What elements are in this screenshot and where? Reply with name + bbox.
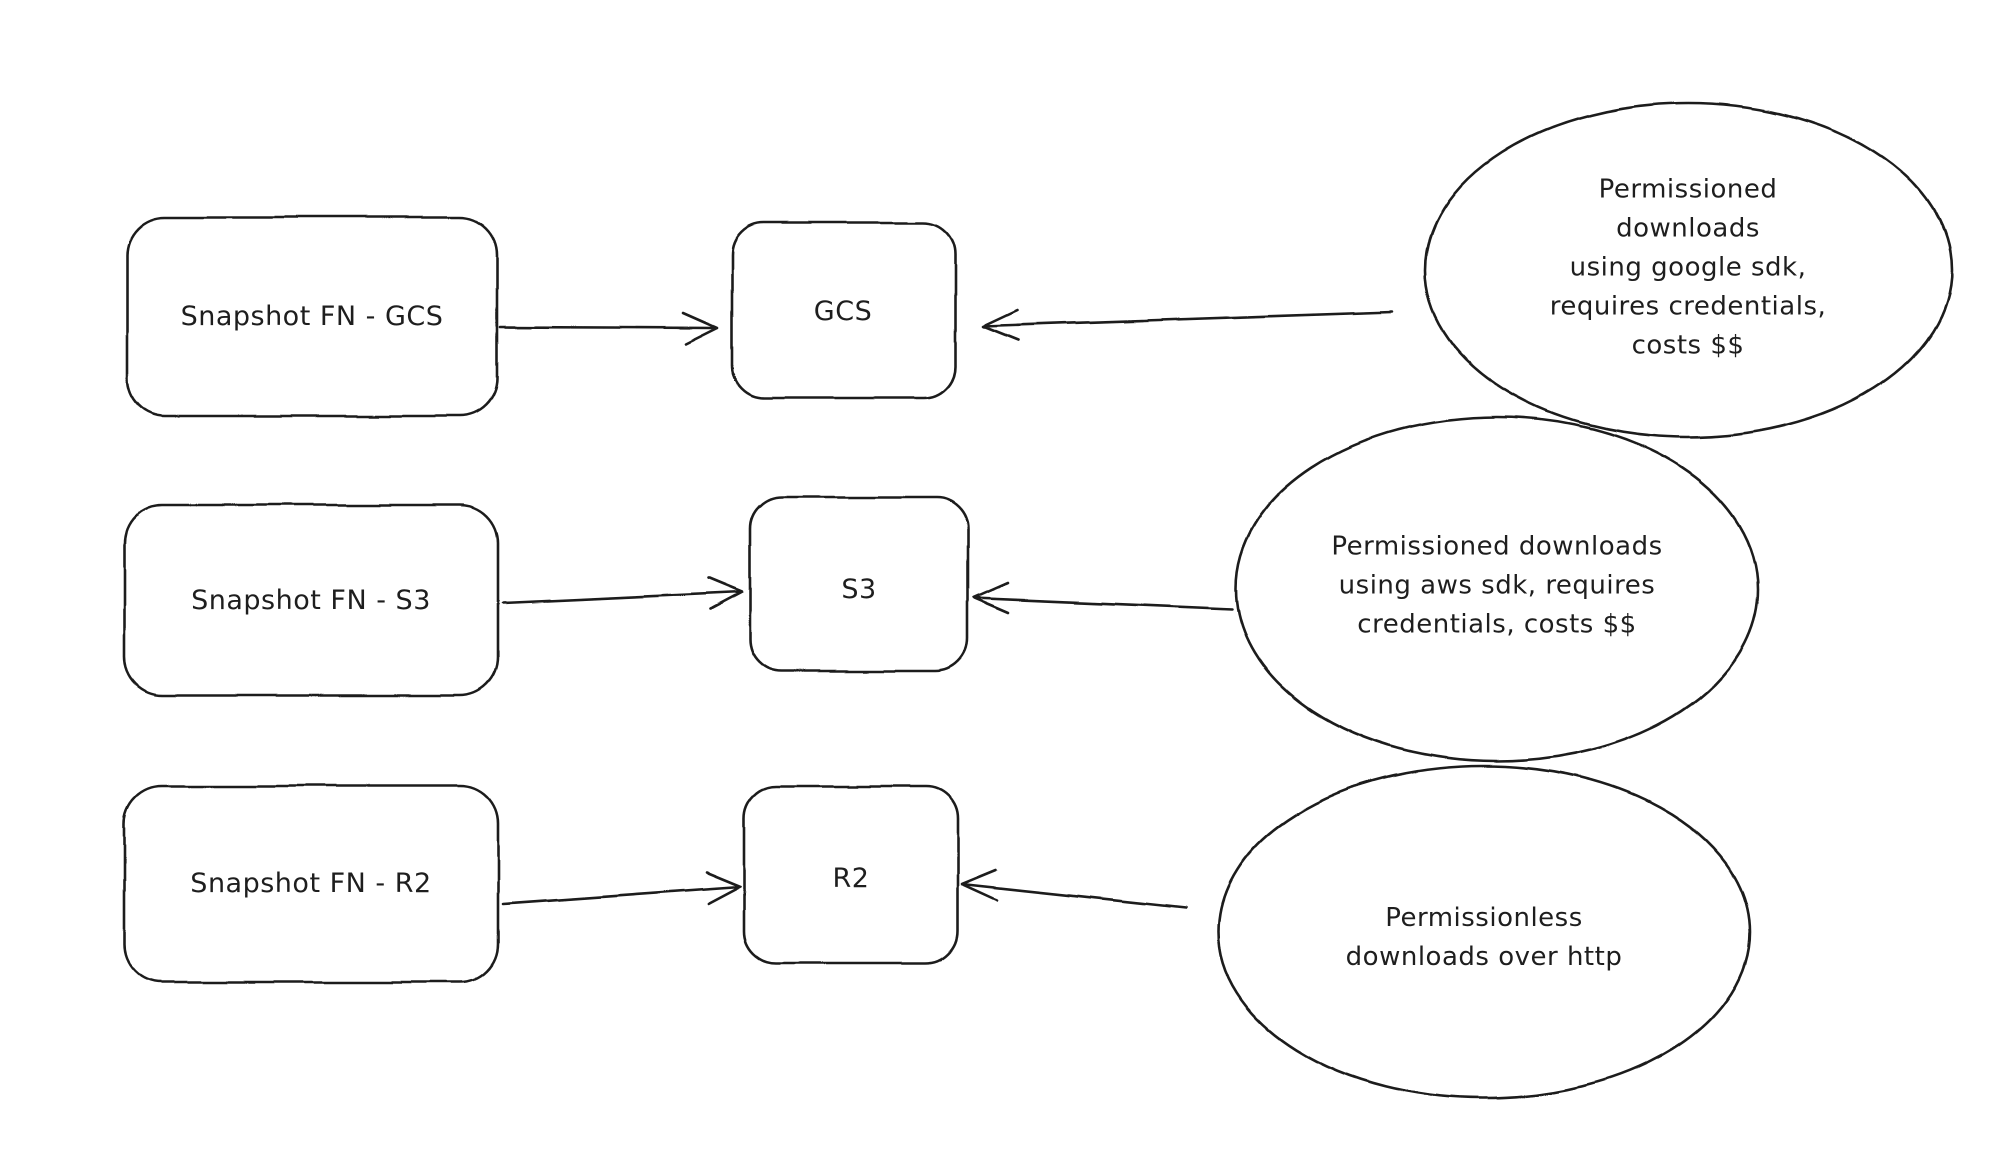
label-store-gcs: GCS <box>813 296 873 327</box>
box-store-s3 <box>748 495 970 673</box>
ellipse-note-r2 <box>1216 764 1752 1100</box>
arrow-snapshot-to-s3 <box>501 576 744 611</box>
box-snapshot-fn-s3 <box>122 503 500 697</box>
label-snapshot-fn-s3: Snapshot FN - S3 <box>191 585 431 616</box>
label-note-r2: Permissionless downloads over http <box>1345 903 1623 972</box>
label-snapshot-fn-gcs: Snapshot FN - GCS <box>180 301 444 332</box>
ellipse-note-s3 <box>1234 415 1760 763</box>
arrow-note-to-s3 <box>972 581 1234 615</box>
label-note-gcs: Permissioned downloads using google sdk,… <box>1549 174 1827 361</box>
box-snapshot-fn-r2 <box>122 784 500 984</box>
label-snapshot-fn-r2: Snapshot FN - R2 <box>190 868 432 899</box>
ellipse-note-gcs <box>1423 101 1953 439</box>
label-store-r2: R2 <box>832 863 870 894</box>
box-store-r2 <box>742 785 960 965</box>
box-snapshot-fn-gcs <box>125 215 499 418</box>
label-note-s3: Permissioned downloads using aws sdk, re… <box>1331 531 1663 640</box>
arrow-note-to-gcs <box>981 308 1395 342</box>
label-store-s3: S3 <box>841 574 877 605</box>
arrow-snapshot-to-gcs <box>498 311 720 346</box>
shapes-group <box>122 101 1953 1100</box>
arrow-snapshot-to-r2 <box>501 871 742 906</box>
arrow-note-to-r2 <box>960 868 1188 910</box>
box-store-gcs <box>730 221 957 400</box>
